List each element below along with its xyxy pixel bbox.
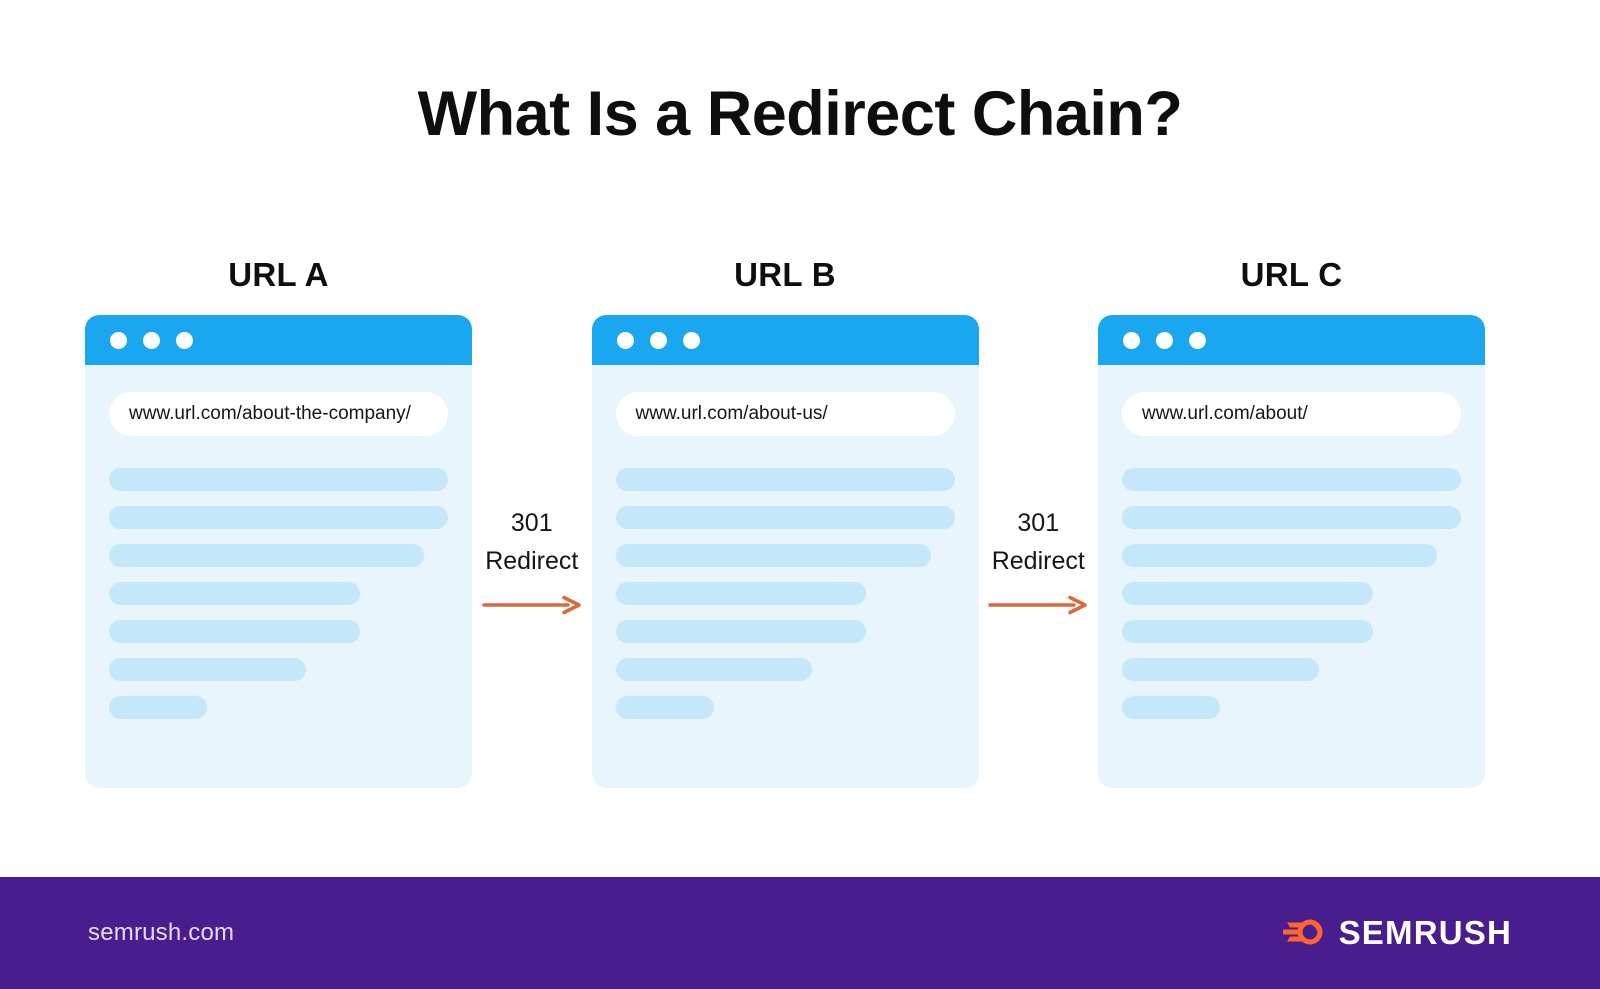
placeholder-line — [109, 620, 360, 643]
placeholder-line — [615, 582, 867, 605]
window-dot-icon — [682, 331, 700, 349]
placeholder-line — [109, 506, 448, 529]
placeholder-line — [109, 696, 208, 719]
window-dot-icon — [616, 331, 634, 349]
arrow-right-icon — [482, 595, 581, 615]
browser-content-c: www.url.com/about/ — [1098, 365, 1485, 788]
redirect-connector-1: 301 Redirect — [473, 258, 591, 616]
placeholder-line — [615, 506, 955, 529]
footer-bar: semrush.com SEMRUSH — [0, 877, 1600, 989]
redirect-action-label: Redirect — [485, 546, 579, 575]
address-bar-b[interactable]: www.url.com/about-us/ — [615, 392, 955, 436]
content-placeholder-c — [1122, 468, 1461, 719]
url-card-b-label: URL B — [734, 256, 836, 293]
placeholder-line — [615, 696, 714, 719]
placeholder-line — [615, 544, 931, 567]
semrush-logo[interactable]: SEMRUSH — [1281, 914, 1512, 952]
window-dot-icon — [1189, 331, 1206, 349]
redirect-chain-diagram: URL A www.url.com/about-the-company/ — [85, 258, 1485, 798]
address-bar-c[interactable]: www.url.com/about/ — [1122, 392, 1461, 436]
browser-titlebar-b — [591, 315, 979, 365]
placeholder-line — [1122, 544, 1438, 567]
redirect-status-code: 301 — [1017, 509, 1060, 537]
browser-titlebar-c — [1098, 315, 1485, 365]
browser-window-c: www.url.com/about/ — [1098, 315, 1485, 788]
window-dot-icon — [649, 331, 667, 349]
content-placeholder-b — [615, 468, 955, 719]
placeholder-line — [1122, 468, 1461, 491]
url-card-c: URL C www.url.com/about/ — [1098, 258, 1485, 788]
placeholder-line — [1122, 506, 1461, 529]
window-dot-icon — [143, 331, 160, 349]
browser-window-a: www.url.com/about-the-company/ — [85, 315, 472, 788]
url-card-a: URL A www.url.com/about-the-company/ — [85, 258, 472, 788]
url-card-c-label: URL C — [1240, 256, 1343, 293]
window-dot-icon — [1123, 331, 1140, 349]
browser-window-b: www.url.com/about-us/ — [591, 315, 979, 788]
redirect-code-2: 301 Redirect — [992, 505, 1085, 580]
placeholder-line — [615, 468, 955, 491]
placeholder-line — [615, 658, 813, 681]
browser-content-b: www.url.com/about-us/ — [592, 365, 979, 788]
placeholder-line — [615, 620, 867, 643]
footer-website-url[interactable]: semrush.com — [88, 919, 235, 946]
browser-content-a: www.url.com/about-the-company/ — [85, 365, 472, 788]
placeholder-line — [109, 544, 425, 567]
window-dot-icon — [176, 331, 193, 349]
placeholder-line — [109, 658, 306, 681]
url-card-b: URL B www.url.com/about-us/ — [591, 256, 979, 788]
content-placeholder-a — [109, 468, 448, 719]
semrush-comet-icon — [1282, 919, 1323, 945]
arrow-right-icon — [988, 595, 1087, 615]
redirect-status-code: 301 — [510, 509, 553, 537]
url-card-a-label: URL A — [228, 256, 329, 293]
window-dot-icon — [110, 331, 127, 349]
redirect-action-label: Redirect — [991, 546, 1085, 575]
redirect-code-1: 301 Redirect — [485, 505, 578, 580]
placeholder-line — [1122, 582, 1373, 605]
placeholder-line — [1122, 658, 1319, 681]
browser-titlebar-a — [85, 315, 472, 365]
page-title: What Is a Redirect Chain? — [417, 79, 1183, 149]
placeholder-line — [109, 468, 448, 491]
semrush-wordmark: SEMRUSH — [1338, 914, 1512, 951]
placeholder-line — [1122, 696, 1221, 719]
placeholder-line — [1122, 620, 1373, 643]
placeholder-line — [109, 582, 360, 605]
window-dot-icon — [1156, 331, 1173, 349]
redirect-connector-2: 301 Redirect — [979, 258, 1097, 616]
address-bar-a[interactable]: www.url.com/about-the-company/ — [109, 392, 448, 436]
